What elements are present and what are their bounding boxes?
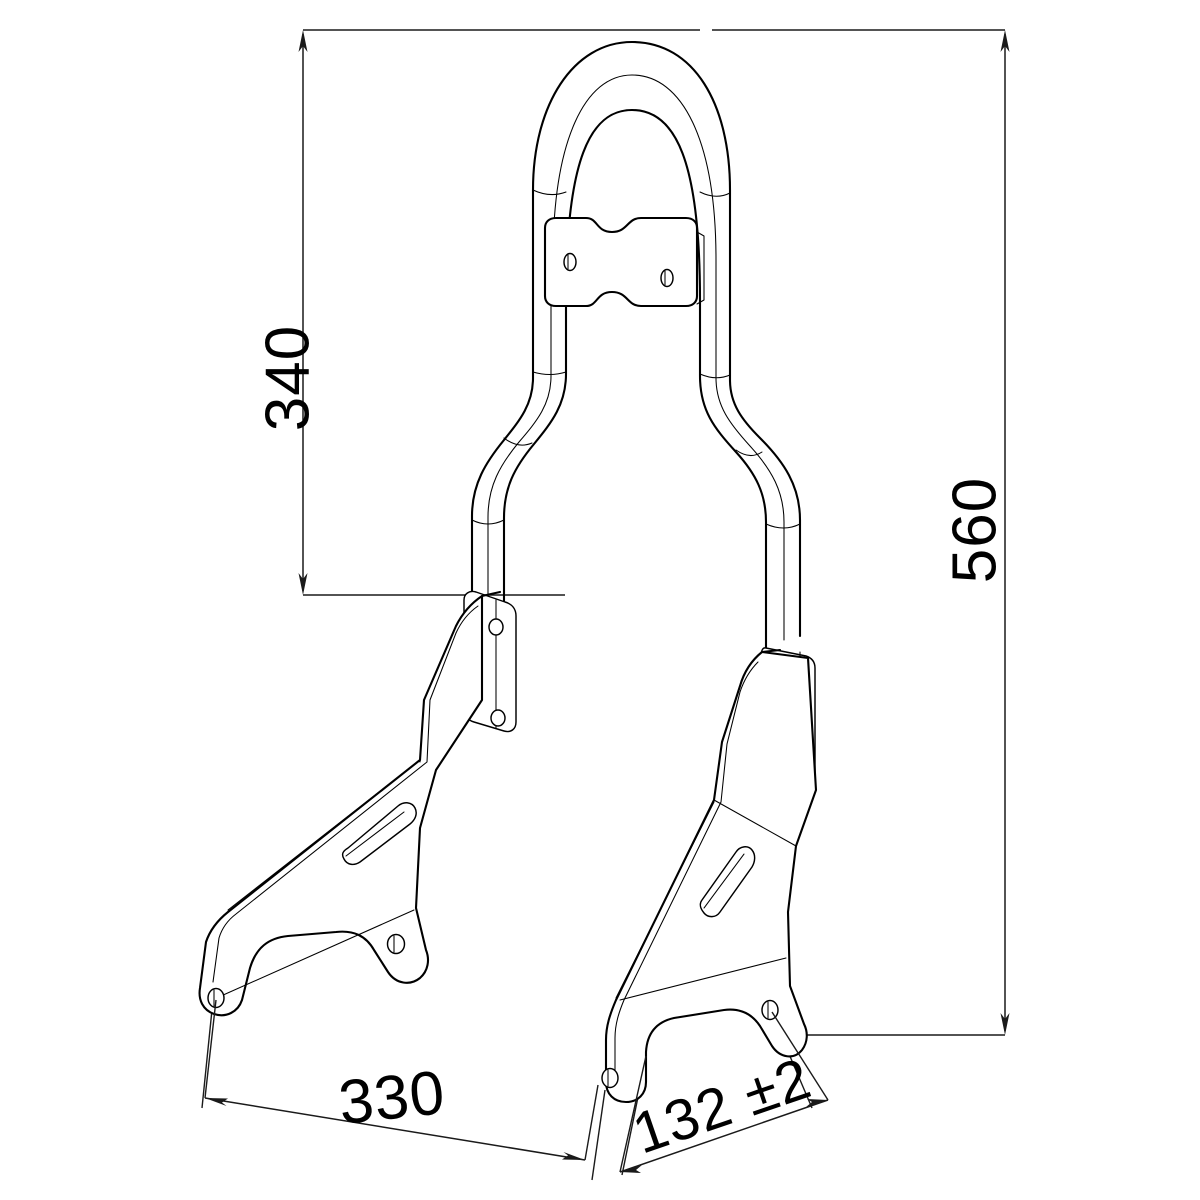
right-bracket-slot: [699, 846, 756, 918]
dim-line-132: [619, 1099, 829, 1173]
right-bend-seam-c: [765, 523, 801, 529]
arrow-560-bottom: [1000, 1013, 1010, 1035]
left-bracket-slot-inner-edge: [345, 811, 405, 857]
left-tube-centre-line: [487, 299, 552, 639]
left-bracket-inner-edge: [212, 605, 479, 983]
arrow-560-top: [1000, 30, 1010, 52]
upper-loop: [470, 40, 802, 650]
left-tube-outer: [470, 188, 535, 642]
right-bracket-fold-line-upper: [713, 741, 723, 801]
dimension-label-560: 560: [941, 477, 1010, 583]
left-bracket: [198, 590, 502, 1017]
cross-plate-hole-left: [563, 252, 577, 272]
dimension-340: 340: [254, 30, 323, 595]
left-clamp-hole-lower: [490, 709, 506, 727]
right-bracket-top-stub: [760, 648, 782, 654]
dimension-560: 560: [941, 30, 1010, 1035]
dimension-330: 330: [201, 999, 606, 1181]
left-bracket-top-stub: [480, 590, 502, 598]
right-bracket-hole-outer: [601, 1067, 619, 1089]
arrow-340-bottom: [298, 573, 308, 595]
left-bracket-hole-outer: [207, 987, 225, 1009]
left-bend-seam-c: [471, 519, 505, 525]
arrow-132-left: [620, 1165, 642, 1173]
right-bracket-ridge: [615, 801, 715, 999]
cross-plate-hole-right: [660, 268, 674, 288]
dimension-label-132: 132 ±2: [625, 1045, 819, 1166]
dimension-label-340: 340: [254, 325, 323, 431]
arrow-330-right: [562, 1152, 585, 1160]
right-bend-seam-b: [735, 449, 763, 457]
right-bracket-shoulder-seam: [713, 799, 797, 847]
left-bracket-plate: [198, 594, 484, 1017]
right-bracket: [601, 648, 818, 1104]
left-bracket-hole-inner: [386, 933, 406, 955]
left-arch-seam: [532, 189, 567, 196]
right-bracket-inner-edge: [614, 661, 759, 1079]
ext-line-330-left: [201, 999, 214, 1109]
right-arch-seam: [699, 191, 731, 197]
left-bracket-ridge: [227, 759, 421, 911]
leader-132-left: [619, 1055, 647, 1173]
arrow-340-top: [298, 30, 308, 52]
arrow-132-right: [806, 1099, 828, 1107]
loop-inner-edge: [564, 108, 768, 650]
right-bracket-fold-line-lower: [619, 957, 787, 1001]
cross-plate: [543, 216, 705, 308]
left-bracket-slot: [341, 802, 417, 866]
left-bracket-fold-line-lower: [211, 909, 415, 1001]
left-bracket-fold-line-upper: [419, 699, 425, 763]
left-tube-inner: [502, 298, 568, 632]
left-bend-seam-b: [503, 437, 533, 446]
leader-132-right: [771, 1011, 829, 1101]
cross-plate-body: [543, 216, 699, 308]
cross-plate-edge-thickness: [696, 231, 705, 305]
loop-outer-edge: [531, 40, 802, 638]
left-bend-seam-a: [532, 371, 567, 376]
dimension-label-330: 330: [335, 1058, 448, 1138]
right-bracket-slot-inner-edge: [703, 853, 745, 909]
dimension-extension-lines: [303, 29, 1005, 1036]
loop-thickness-line: [552, 74, 785, 641]
left-clamp-hole-upper: [488, 618, 504, 636]
leader-330-left: [204, 999, 217, 1099]
dimension-leader-lines: [204, 999, 829, 1173]
dim-line-330: [204, 1097, 586, 1161]
ext-line-330-right: [591, 1089, 606, 1181]
arrow-330-left: [205, 1098, 228, 1106]
right-bend-seam-a: [699, 373, 731, 379]
right-bracket-plate: [604, 650, 818, 1104]
leader-330-right: [584, 1084, 599, 1161]
